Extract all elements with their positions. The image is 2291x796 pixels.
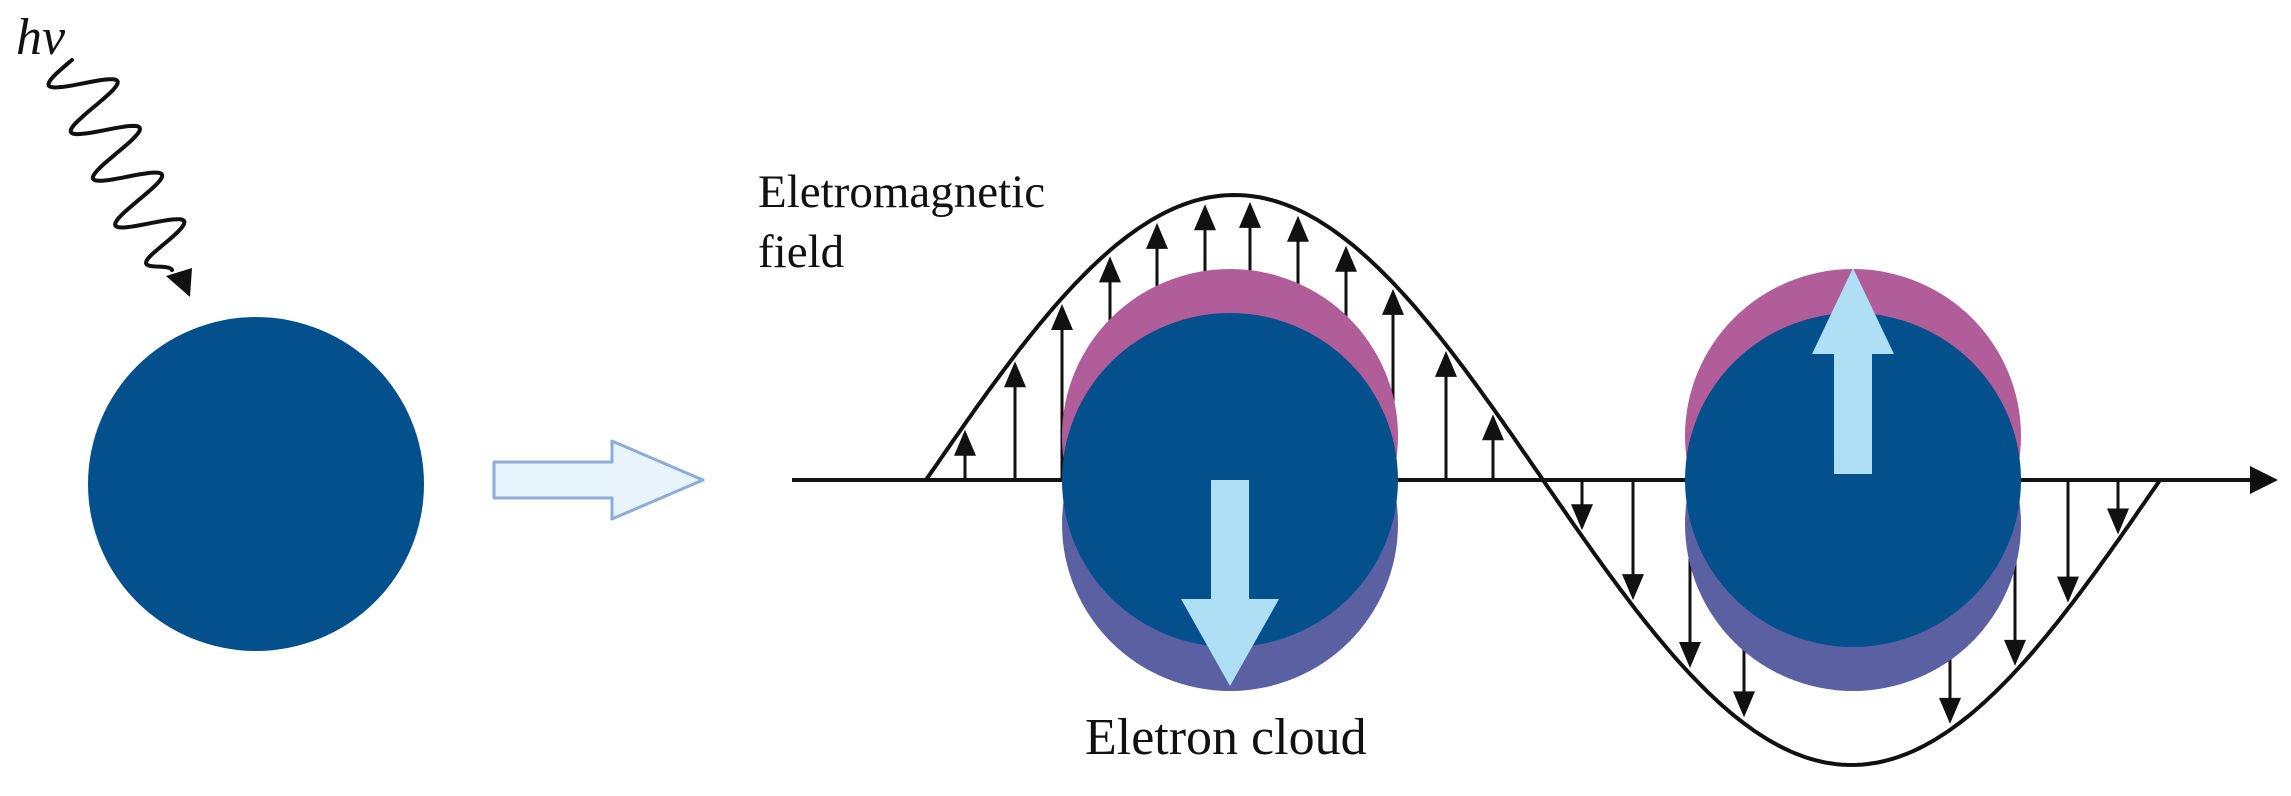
field-vector-up-arrow-icon — [1435, 350, 1457, 377]
dipole-down-arrow-icon — [1181, 480, 1279, 686]
field-vector-up-arrow-icon — [1194, 204, 1216, 231]
field-vector-down-arrow-icon — [2057, 576, 2079, 603]
field-label-line1: Eletromagnetic — [758, 166, 1046, 218]
field-vector-down-arrow-icon — [1571, 504, 1593, 531]
photon-wavy-arrow-icon — [46, 58, 187, 272]
field-vector-up-arrow-icon — [1287, 215, 1309, 242]
propagation-axis-arrowhead-icon — [2250, 466, 2278, 494]
photon-arrowhead-icon — [166, 268, 192, 297]
field-label-line2: field — [758, 226, 845, 278]
nanoparticle-core — [1685, 313, 2021, 647]
field-vector-up-arrow-icon — [1382, 288, 1404, 315]
field-vector-down-arrow-icon — [1939, 697, 1961, 724]
dipole-up-arrow-icon — [1812, 268, 1894, 474]
field-vector-up-arrow-icon — [954, 429, 976, 456]
oscillating-particle-left — [1062, 269, 1398, 691]
field-vector-down-arrow-icon — [1733, 691, 1755, 718]
field-vector-up-arrow-icon — [1146, 222, 1168, 249]
field-vector-up-arrow-icon — [1239, 201, 1261, 228]
photon-label: hv — [16, 9, 66, 66]
field-vector-up-arrow-icon — [1482, 414, 1504, 441]
field-vector-up-arrow-icon — [1051, 304, 1073, 331]
transition-arrow-icon — [492, 439, 705, 521]
field-vector-up-arrow-icon — [1335, 245, 1357, 272]
field-vector-down-arrow-icon — [2107, 508, 2129, 535]
field-vector-down-arrow-icon — [1622, 574, 1644, 601]
oscillating-particle-right — [1685, 268, 2021, 691]
nanoparticle — [88, 317, 424, 651]
field-vector-down-arrow-icon — [1679, 641, 1701, 668]
electron-cloud-label: Eletron cloud — [1085, 709, 1367, 766]
field-vector-down-arrow-icon — [2004, 639, 2026, 666]
field-vector-up-arrow-icon — [1099, 256, 1121, 283]
field-label: Eletromagnetic field — [758, 162, 1045, 282]
field-vector-up-arrow-icon — [1004, 361, 1026, 388]
